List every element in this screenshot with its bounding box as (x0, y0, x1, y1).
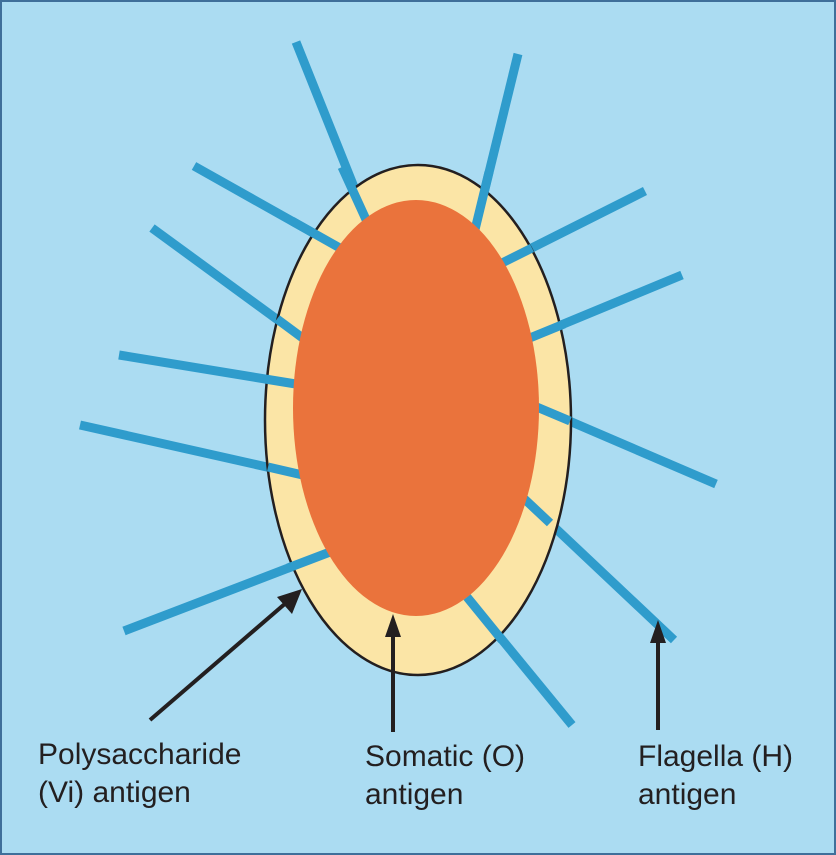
label-somatic-antigen: Somatic (O) antigen (365, 738, 525, 814)
label-polysaccharide-line1: Polysaccharide (38, 736, 241, 774)
label-flagella-line2: antigen (638, 776, 793, 814)
label-somatic-line1: Somatic (O) (365, 738, 525, 776)
label-flagella-line1: Flagella (H) (638, 738, 793, 776)
cell-body (293, 200, 539, 616)
label-polysaccharide-antigen: Polysaccharide (Vi) antigen (38, 736, 241, 812)
label-flagella-antigen: Flagella (H) antigen (638, 738, 793, 814)
label-polysaccharide-line2: (Vi) antigen (38, 774, 241, 812)
label-somatic-line2: antigen (365, 776, 525, 814)
